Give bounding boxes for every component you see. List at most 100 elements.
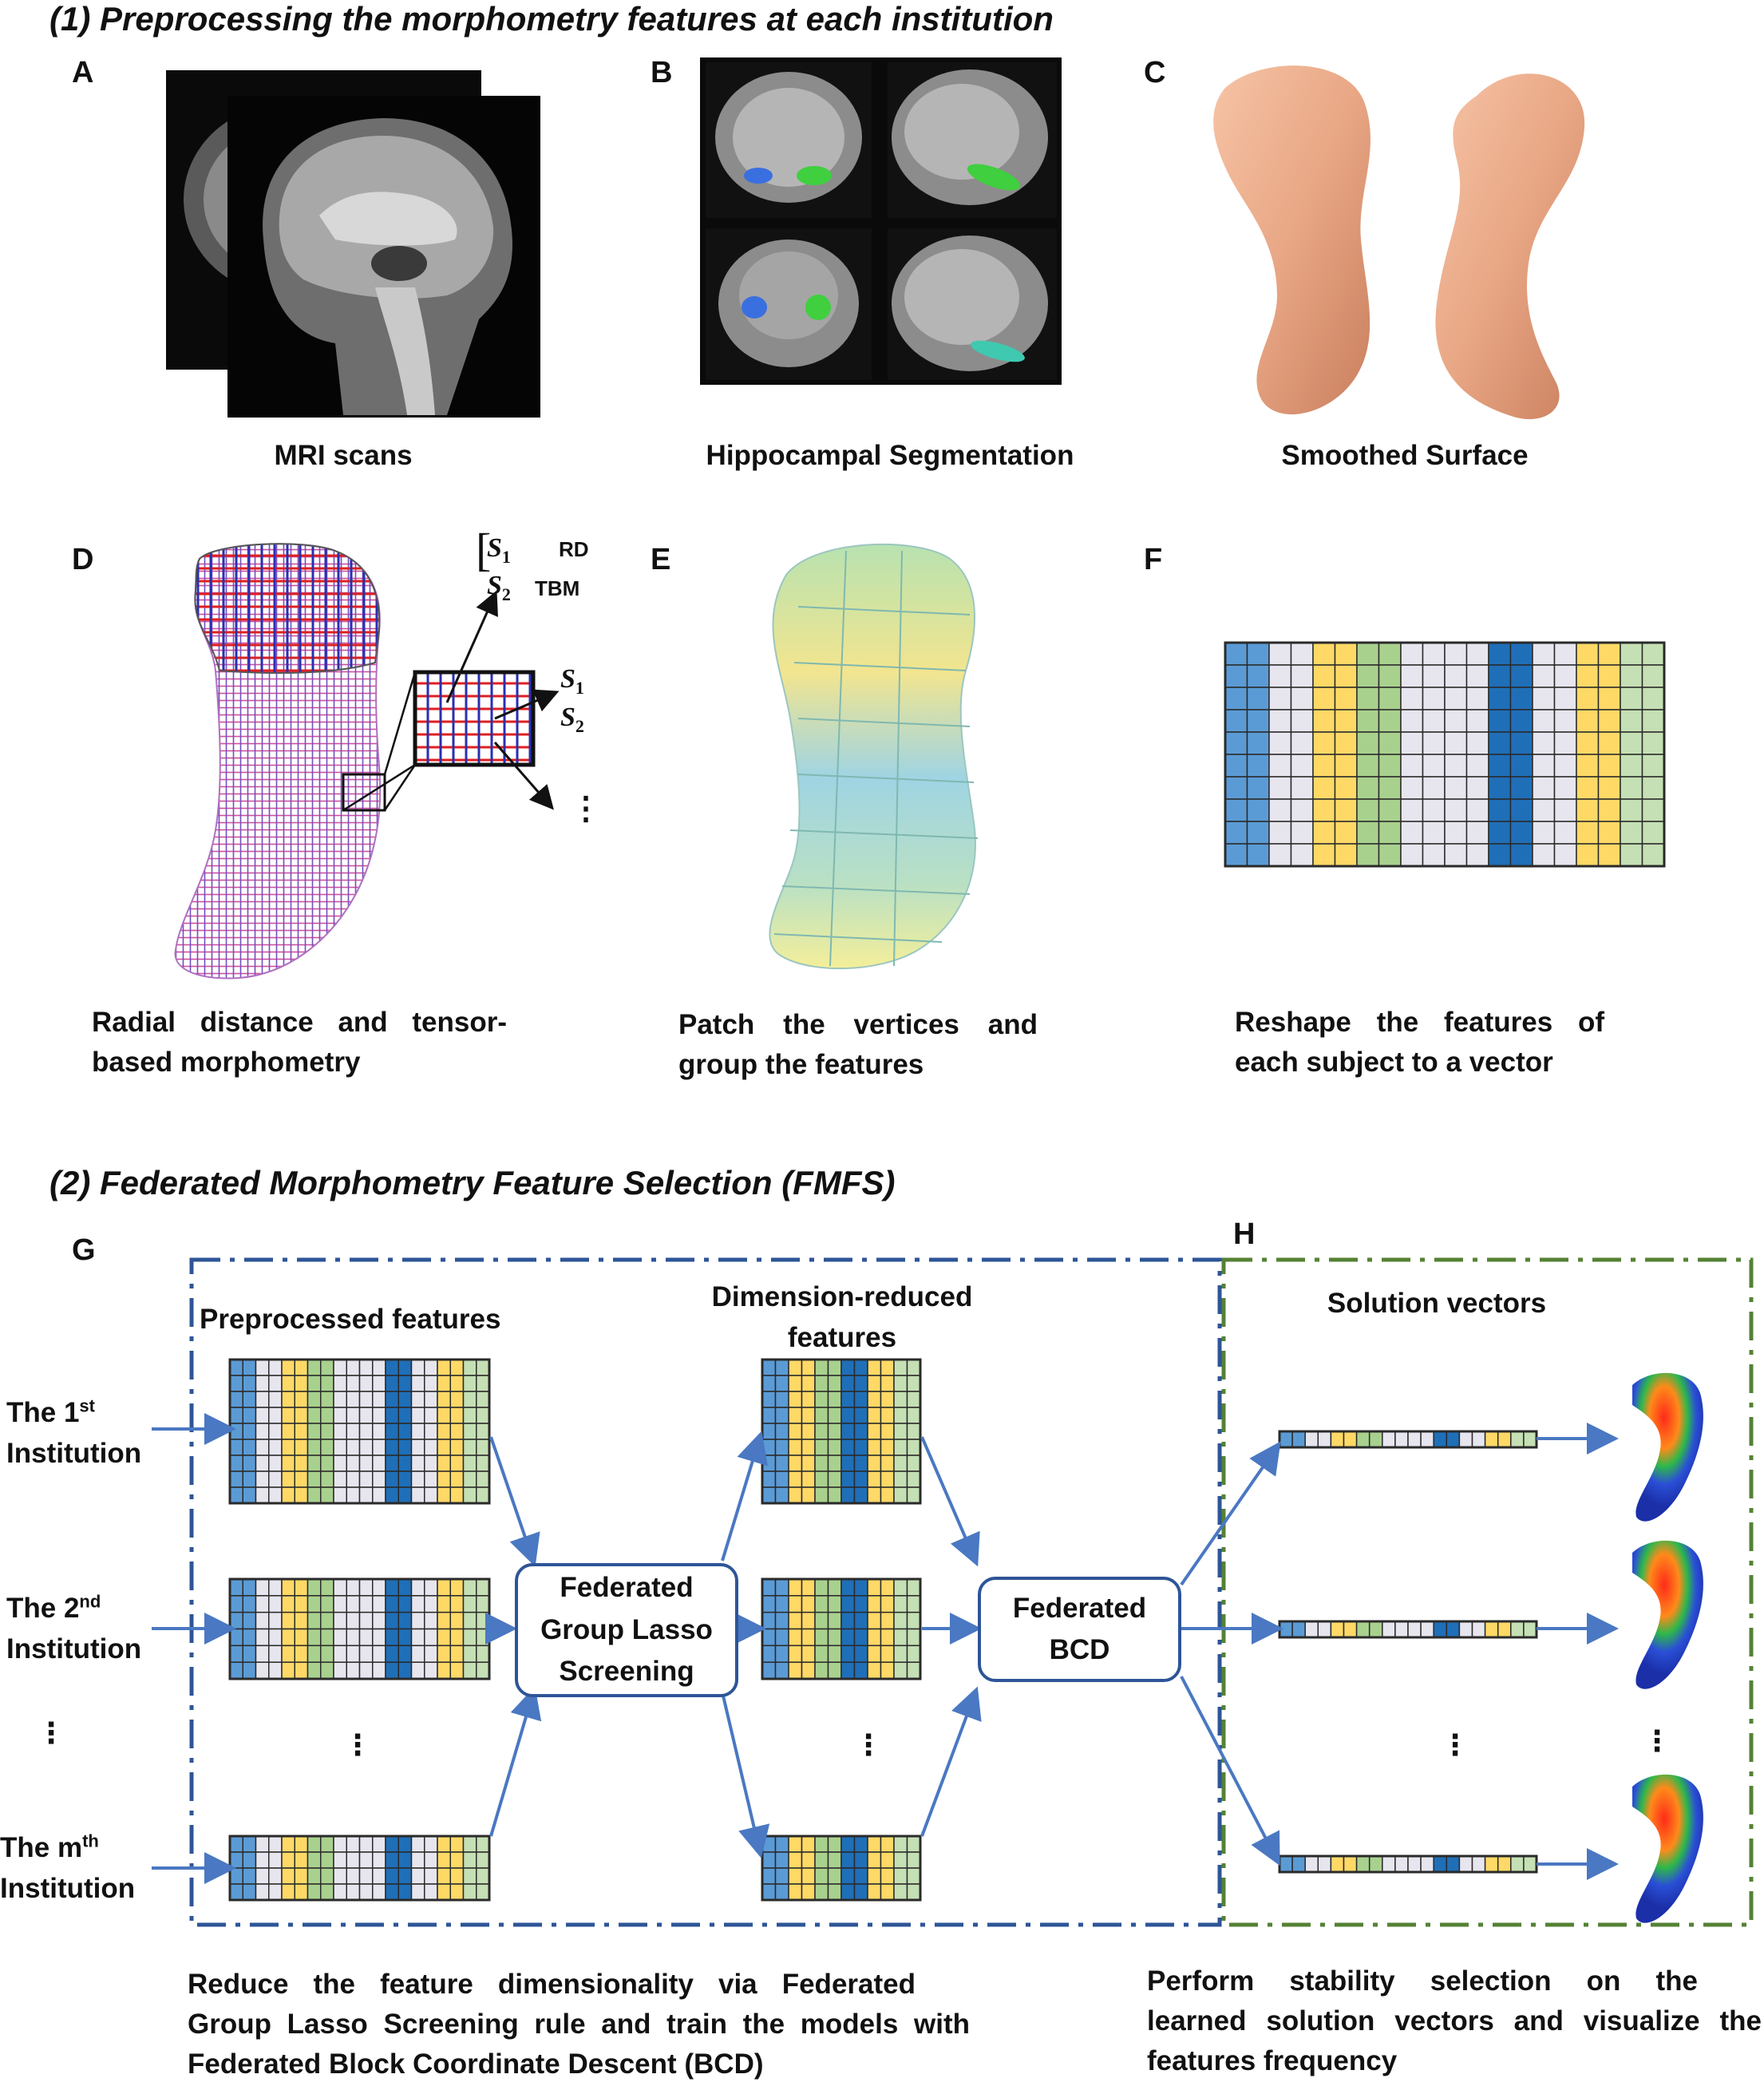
matrix-cell xyxy=(774,1439,789,1456)
matrix-cell xyxy=(853,1375,868,1392)
matrix-cell xyxy=(462,1407,477,1424)
matrix-cell xyxy=(358,1628,374,1647)
matrix-cell xyxy=(358,1611,374,1630)
matrix-cell xyxy=(1368,1621,1383,1638)
matrix-cell xyxy=(1597,731,1621,755)
matrix-cell xyxy=(1407,1431,1422,1448)
matrix-cell xyxy=(358,1486,374,1504)
matrix-cell xyxy=(268,1470,283,1488)
matrix-cell xyxy=(462,1375,477,1392)
matrix-cell xyxy=(880,1375,895,1392)
vector-ellipsis: ⋮ xyxy=(570,791,602,826)
matrix-cell xyxy=(801,1375,816,1392)
matrix-cell xyxy=(294,1486,309,1504)
matrix-cell xyxy=(358,1883,374,1901)
matrix-cell xyxy=(372,1645,386,1663)
matrix-cell xyxy=(346,1835,361,1853)
matrix-cell xyxy=(867,1628,882,1647)
matrix-cell xyxy=(281,1661,295,1680)
matrix-cell xyxy=(385,1359,399,1376)
matrix-cell xyxy=(867,1423,882,1440)
matrix-cell xyxy=(1400,642,1424,666)
matrix-cell xyxy=(827,1661,842,1680)
matrix-cell xyxy=(814,1486,829,1504)
matrix-cell xyxy=(268,1851,283,1869)
matrix-cell xyxy=(1279,1621,1293,1638)
matrix-cell xyxy=(774,1883,789,1901)
matrix-cell xyxy=(1444,843,1468,867)
matrix-cell xyxy=(840,1883,856,1901)
matrix-cell xyxy=(397,1883,413,1901)
matrix-cell xyxy=(281,1578,295,1597)
matrix-cell xyxy=(827,1645,842,1663)
matrix-cell xyxy=(1488,687,1512,711)
matrix-cell xyxy=(437,1470,451,1488)
matrix-cell xyxy=(853,1628,868,1647)
matrix-cell xyxy=(906,1867,921,1885)
matrix-cell xyxy=(1268,731,1292,755)
matrix-cell xyxy=(449,1628,465,1647)
matrix-cell xyxy=(801,1391,816,1408)
matrix-cell xyxy=(867,1375,882,1392)
matrix-cell xyxy=(1334,821,1358,845)
matrix-cell xyxy=(255,1851,270,1869)
matrix-cell xyxy=(853,1851,868,1869)
matrix-cell xyxy=(358,1835,374,1853)
matrix-cell xyxy=(397,1423,413,1440)
matrix-cell xyxy=(385,1391,399,1408)
matrix-cell xyxy=(307,1851,322,1869)
matrix-cell xyxy=(372,1883,386,1901)
bracket-top: [ xyxy=(476,524,492,576)
matrix-cell xyxy=(437,1661,451,1680)
matrix-cell xyxy=(906,1423,921,1440)
matrix-cell xyxy=(268,1375,283,1392)
matrix-cell xyxy=(1356,821,1380,845)
matrix-cell xyxy=(294,1661,309,1680)
matrix-cell xyxy=(1290,687,1314,711)
matrix-cell xyxy=(788,1578,803,1597)
matrix-cell xyxy=(788,1851,803,1869)
matrix-cell xyxy=(255,1867,270,1885)
matrix-cell xyxy=(814,1661,829,1680)
matrix-cell xyxy=(410,1407,425,1424)
matrix-cell xyxy=(385,1407,399,1424)
matrix-cell xyxy=(1290,709,1314,733)
matrix-cell xyxy=(853,1595,868,1613)
matrix-cell xyxy=(437,1455,451,1472)
matrix-cell xyxy=(1576,776,1600,800)
hippocampus-surface-left xyxy=(1213,65,1370,415)
matrix-cell xyxy=(346,1470,361,1488)
matrix-cell xyxy=(1597,776,1621,800)
matrix-cell xyxy=(1641,664,1665,688)
matrix-cell xyxy=(880,1486,895,1504)
matrix-cell xyxy=(1268,821,1292,845)
matrix-cell xyxy=(761,1645,777,1663)
matrix-cell xyxy=(294,1470,309,1488)
matrix-cell xyxy=(1444,798,1468,822)
matrix-cell xyxy=(1433,1431,1448,1448)
matrix-cell xyxy=(410,1391,425,1408)
matrix-cell xyxy=(320,1628,334,1647)
matrix-cell xyxy=(449,1455,465,1472)
matrix-cell xyxy=(893,1851,908,1869)
matrix-cell xyxy=(294,1455,309,1472)
matrix-cell xyxy=(761,1486,777,1504)
matrix-cell xyxy=(867,1595,882,1613)
matrix-cell xyxy=(307,1611,322,1630)
matrix-cell xyxy=(385,1611,399,1630)
patched-hippocampus xyxy=(769,543,979,970)
matrix-cell xyxy=(1356,798,1380,822)
matrix-cell xyxy=(1400,664,1424,688)
panel-letter-h: H xyxy=(1233,1217,1256,1251)
matrix-cell xyxy=(774,1423,789,1440)
matrix-cell xyxy=(229,1359,243,1376)
matrix-cell xyxy=(840,1375,856,1392)
matrix-cell xyxy=(397,1407,413,1424)
matrix-cell xyxy=(867,1455,882,1472)
matrix-cell xyxy=(840,1578,856,1597)
matrix-cell xyxy=(1471,1621,1486,1638)
matrix-cell xyxy=(294,1867,309,1885)
matrix-cell xyxy=(1291,1431,1306,1448)
matrix-cell xyxy=(372,1486,386,1504)
